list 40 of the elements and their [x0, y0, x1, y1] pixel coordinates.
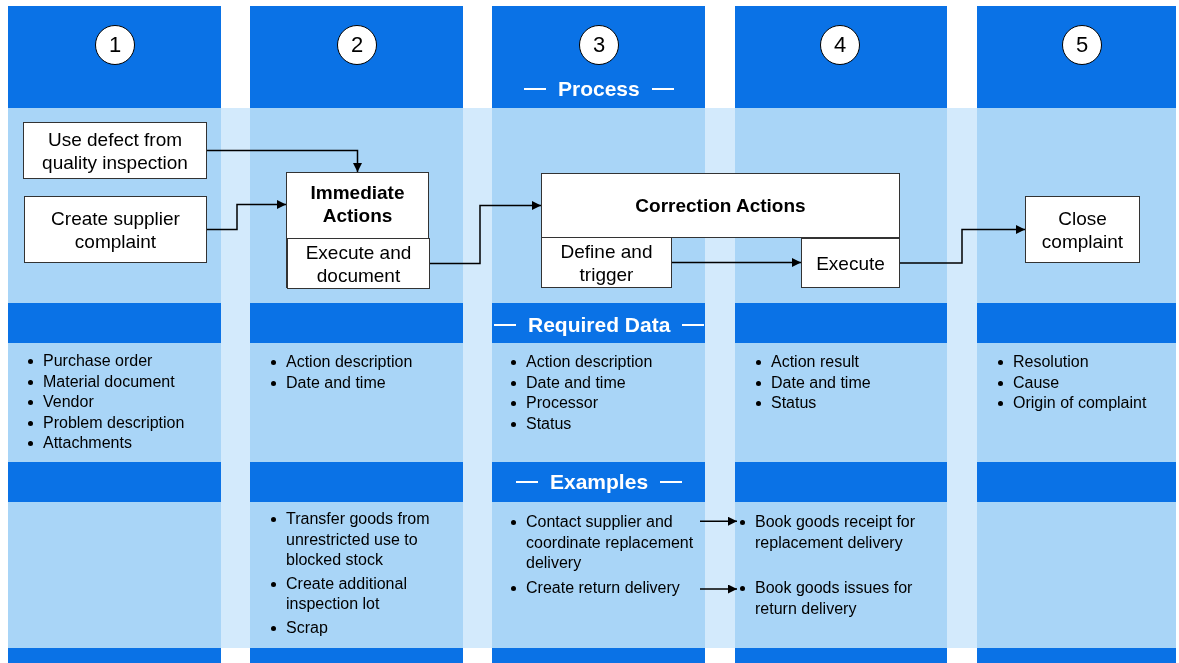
list-text: Problem description	[43, 413, 185, 431]
arrow	[899, 225, 1026, 264]
list-text: Transfer goods from unrestricted use to blocked stock	[286, 510, 430, 569]
arrow	[699, 584, 738, 594]
process-box: Execute	[801, 238, 900, 288]
list-text: Status	[526, 414, 572, 432]
list-text: Create additional inspection lot	[286, 574, 407, 613]
process-box: Use defect from quality inspection	[23, 122, 207, 179]
list-text: Attachments	[43, 434, 132, 452]
list-text: Vendor	[43, 393, 94, 411]
list-text: Date and time	[286, 373, 386, 391]
list-text: Book goods receipt for replacement delivery	[755, 513, 916, 551]
list-text: Scrap	[286, 618, 328, 636]
process-box: Close complaint	[1025, 196, 1140, 263]
list-text: Book goods issues for return delivery	[755, 579, 913, 617]
process-box	[286, 172, 429, 288]
list-text: Processor	[526, 394, 599, 412]
list-text: Date and time	[526, 373, 626, 391]
list-text: Action result	[771, 353, 860, 370]
arrow	[206, 149, 362, 173]
list-text: Cause	[1013, 373, 1060, 391]
arrow	[671, 258, 802, 267]
list-text: Origin of complaint	[1013, 394, 1147, 412]
list-text: Resolution	[1013, 353, 1089, 370]
list-text: Contact supplier and coordinate replacement delivery	[526, 513, 694, 572]
list-text: Action description	[526, 353, 653, 370]
process-box: Correction Actions	[541, 173, 900, 238]
list-text: Action description	[286, 353, 413, 370]
arrow	[699, 516, 738, 526]
process-box: Create supplier complaint	[24, 196, 207, 263]
arrow	[429, 201, 542, 265]
list-text: Purchase order	[43, 352, 153, 369]
list-text: Status	[771, 394, 817, 412]
process-box: Define and trigger	[541, 237, 672, 288]
arrow	[206, 200, 287, 231]
list-text: Material document	[43, 372, 175, 390]
list-text: Create return delivery	[526, 579, 680, 596]
box-heading: Immediate Actions	[309, 181, 406, 227]
process-box: Execute and document	[287, 238, 430, 289]
list-text: Date and time	[771, 373, 871, 391]
